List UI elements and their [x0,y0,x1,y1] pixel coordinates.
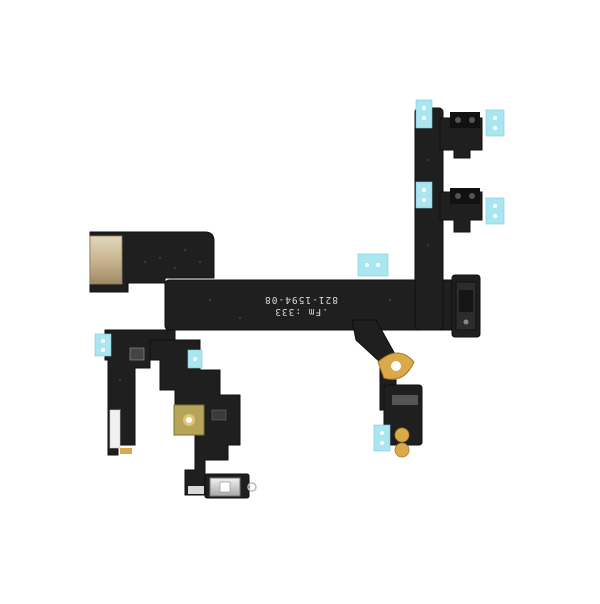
gold-strip-left [120,448,132,454]
component-strip [392,395,418,405]
part-number-label: 821-1594-08 [264,294,338,305]
volume-switch-upper [450,112,480,128]
tape-tab-holes [101,106,497,445]
gold-contact-pads [394,427,410,458]
board-connector [455,281,477,331]
small-chip [211,409,227,421]
mounting-bracket [173,404,205,436]
power-button-switch [188,477,257,497]
gold-mounting-ring [377,352,415,380]
blue-tape-tabs [94,99,505,452]
volume-switch-lower [450,188,480,204]
silkscreen-labels: 821-1594-08 .Fm :333 [264,294,338,317]
white-tab-left [109,409,121,449]
date-code-label: .Fm :333 [274,306,328,317]
small-switch-left [129,347,145,361]
metal-shield-plate [89,235,123,285]
